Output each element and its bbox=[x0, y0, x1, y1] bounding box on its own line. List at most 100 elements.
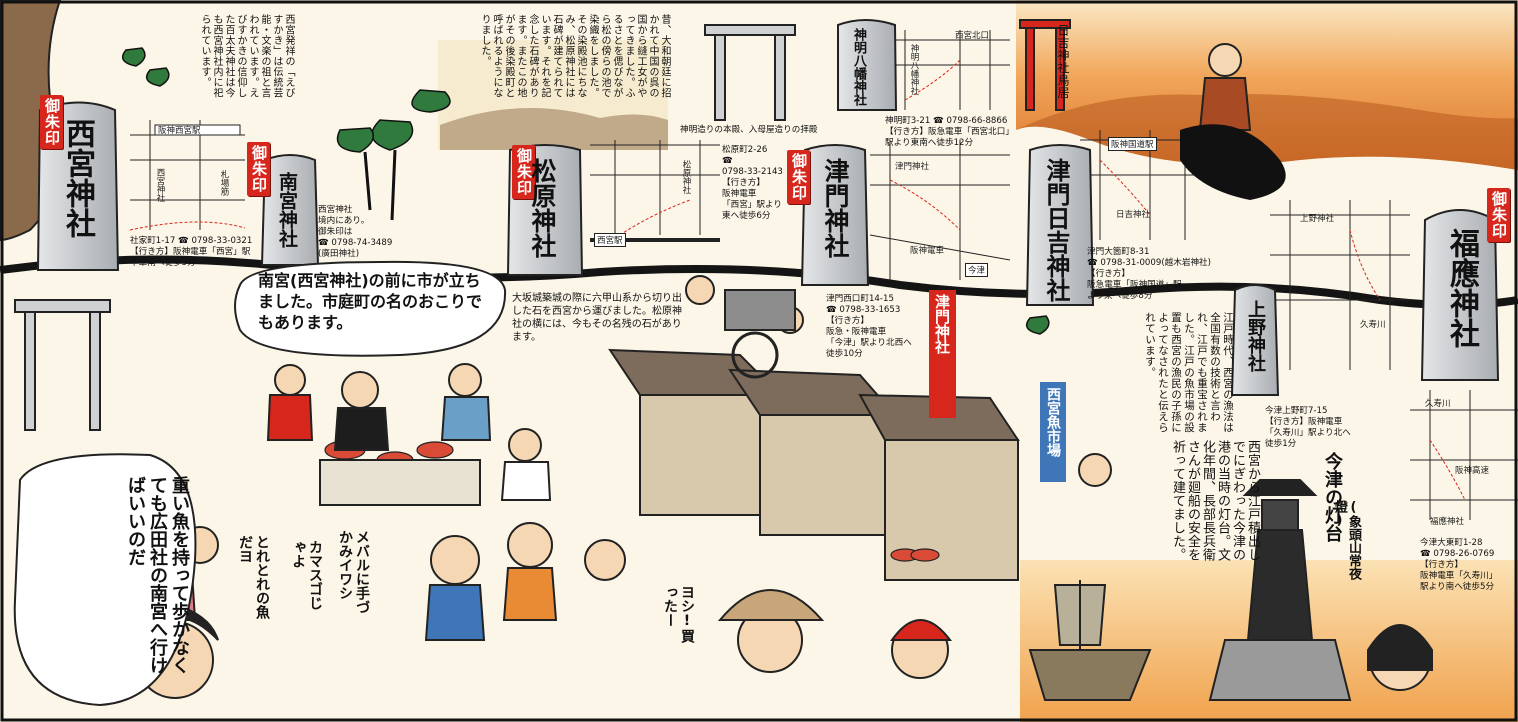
info-nangu-line: ☎ 0798-74-3489 bbox=[318, 238, 393, 248]
speech-fish-heavy: 重い魚を持って歩かなくても広田社の南宮へ行けばいいのだ bbox=[125, 476, 190, 674]
info-fukuou-line: 駅より南へ徒歩5分 bbox=[1420, 582, 1495, 592]
info-matsubara-line: 阪神電車 bbox=[722, 189, 757, 199]
speech-fresh-fish: とれとれの魚だヨ bbox=[237, 535, 270, 619]
stone-text-fukuou: 福應神社 bbox=[1444, 228, 1479, 348]
stone-fukuou bbox=[1420, 209, 1500, 381]
stone-text-hiyoshi: 津門日吉神社 bbox=[1042, 158, 1071, 302]
info-fukuou-line: 阪神電車「久寿川」 bbox=[1420, 571, 1498, 581]
map-label-sapporo: 札場筋 bbox=[219, 170, 229, 196]
info-nishinomiya-access-1: 【行き方】阪神電車「西宮」駅 bbox=[130, 247, 251, 257]
info-matsubara-line: 「西宮」駅より bbox=[722, 200, 782, 210]
info-nishinomiya: 社家町1-17 ☎ 0798-33-0321 【行き方】阪神電車「西宮」駅 下車… bbox=[130, 236, 252, 269]
hiyoshi-torii-label: 日吉神社鳥居 bbox=[1056, 24, 1070, 99]
info-hiyoshi-line: ☎ 0798-31-0009(越木岩神社) bbox=[1087, 258, 1211, 268]
map-label-ueno-jinja: 上野神社 bbox=[1300, 214, 1335, 224]
info-shinmei: 神明町3-21 ☎ 0798-66-8866 【行き方】阪急電車「西宮北口」 駅… bbox=[885, 116, 1014, 149]
info-matsubara-line: 松原町2-26 bbox=[722, 145, 768, 155]
goshuin-badge-fukuou: 御朱印 bbox=[1487, 188, 1510, 242]
info-matsubara-line: 0798-33-2143 bbox=[722, 167, 783, 177]
lighthouse-sublabel: (象頭山常夜燈) bbox=[1332, 500, 1361, 580]
info-nangu-line: 御朱印は bbox=[318, 227, 353, 237]
map-label-hanshin-nishinomiya: 阪神西宮駅 bbox=[158, 126, 201, 136]
info-tsuto-line: 津門西口町14-15 bbox=[826, 294, 894, 304]
speech-kamasu: カマスゴじゃよ bbox=[290, 540, 323, 610]
stone-text-matsubara: 松原神社 bbox=[528, 158, 557, 258]
map-label-hanshin-kokudo: 阪神国道駅 bbox=[1108, 137, 1157, 151]
info-nangu-line: (廣田神社) bbox=[318, 249, 360, 259]
map-label-nishinomiya-kitaguchi: 西宮北口 bbox=[955, 31, 990, 41]
info-hiyoshi-line: より東へ徒歩8分 bbox=[1087, 291, 1153, 301]
speech-hand-caught: メバルに手づかみイワシ bbox=[337, 530, 370, 614]
tsuto-red-sign: 津門神社 bbox=[929, 290, 956, 418]
info-fukuou: 今津大東町1-28 ☎ 0798-26-0769 【行き方】 阪神電車「久寿川」… bbox=[1420, 538, 1497, 593]
story-ebisu: 西宮発祥の「えびすかき」は伝統芸能・文楽の祖と言われています。えびすかきの信仰し… bbox=[199, 14, 294, 98]
info-nangu: 西宮神社 境内にあり。 御朱印は ☎ 0798-74-3489 (廣田神社) bbox=[318, 205, 392, 260]
info-matsubara-line: 東へ徒歩6分 bbox=[722, 211, 771, 221]
info-tsuto-line: 徒歩10分 bbox=[826, 349, 863, 359]
info-hiyoshi-line: 【行き方】 bbox=[1087, 269, 1130, 279]
fish-market-banner: 西宮魚市場 bbox=[1040, 382, 1066, 482]
map-label-hanshin-line: 阪神電車 bbox=[910, 246, 945, 256]
goshuin-badge-tsuto: 御朱印 bbox=[787, 150, 810, 204]
info-tsuto-line: 阪急・阪神電車 bbox=[826, 327, 887, 337]
info-fukuou-line: ☎ 0798-26-0769 bbox=[1420, 549, 1495, 559]
info-nangu-line: 西宮神社 bbox=[318, 205, 353, 215]
info-hiyoshi-line: 阪急電車「阪神国道」駅 bbox=[1087, 280, 1182, 290]
shinmei-caption: 神明造りの本殿、入母屋造りの拝殿 bbox=[680, 125, 818, 135]
map-label-fukuou-jinja: 福應神社 bbox=[1430, 517, 1465, 527]
info-shinmei-line: 駅より東南へ徒歩12分 bbox=[885, 138, 974, 148]
info-tsuto-line: ☎ 0798-33-1653 bbox=[826, 305, 901, 315]
map-label-imazu: 今津 bbox=[965, 263, 989, 277]
stone-ueno bbox=[1230, 284, 1280, 396]
info-hiyoshi-line: 津門大箇町8-31 bbox=[1087, 247, 1150, 257]
stone-nangu bbox=[260, 154, 320, 266]
map-label-hiyoshi-jinja: 日吉神社 bbox=[1116, 210, 1151, 220]
info-tsuto: 津門西口町14-15 ☎ 0798-33-1653 【行き方】 阪急・阪神電車 … bbox=[826, 294, 912, 360]
info-matsubara-line: ☎ bbox=[722, 156, 733, 166]
info-ueno-line: 【行き方】阪神電車 bbox=[1265, 417, 1343, 427]
info-shinmei-line: 神明町3-21 ☎ 0798-66-8866 bbox=[885, 116, 1008, 126]
info-nishinomiya-access-2: 下車南へ徒歩5分 bbox=[130, 258, 196, 268]
map-label-shinmei: 神明八幡神社 bbox=[909, 44, 919, 95]
info-fukuou-line: 【行き方】 bbox=[1420, 560, 1463, 570]
lighthouse-label: 今津の灯台 bbox=[1322, 452, 1343, 542]
bird-silhouette bbox=[1180, 124, 1286, 200]
map-label-matsubara-jinja: 松原神社 bbox=[681, 160, 691, 194]
map-label-kusugawa: 久寿川 bbox=[1360, 320, 1386, 330]
story-lighthouse: 西宮から江戸積出しでにぎわった今津の港の当時の灯台。文化年間、長部長兵衛さんが廻… bbox=[1170, 440, 1260, 562]
map-label-nishinomiya-eki: 西宮駅 bbox=[594, 233, 626, 247]
map-label-kusugawa-2: 久寿川 bbox=[1425, 399, 1451, 409]
info-shinmei-line: 【行き方】阪急電車「西宮北口」 bbox=[885, 127, 1014, 137]
stone-hiyoshi bbox=[1025, 144, 1095, 306]
info-nangu-line: 境内にあり。 bbox=[318, 216, 370, 226]
story-fishing: 江戸時代、西宮の漁法は全国有数の技術と言われ、江戸でも重宝されました。江戸の魚市… bbox=[1144, 312, 1234, 433]
info-ueno-line: 今津上野町7-15 bbox=[1265, 406, 1328, 416]
info-tsuto-line: 「今津」駅より北西へ bbox=[826, 338, 912, 348]
info-matsubara: 松原町2-26 ☎ 0798-33-2143 【行き方】 阪神電車 「西宮」駅よ… bbox=[722, 145, 783, 222]
map-label-tsuto-jinja: 津門神社 bbox=[895, 162, 930, 172]
stone-text-tsuto: 津門神社 bbox=[821, 158, 850, 258]
stone-text-nishinomiya: 西宮神社 bbox=[60, 118, 95, 238]
map-label-hanshin-kousoku: 阪神高速 bbox=[1455, 466, 1490, 476]
info-ueno-line: 徒歩1分 bbox=[1265, 439, 1297, 449]
map-label-nishinomiya-jinja: 西宮神社 bbox=[155, 168, 165, 202]
info-ueno-line: 「久寿川」駅より北へ bbox=[1265, 428, 1351, 438]
stone-text-shinmei: 神明八幡神社 bbox=[851, 28, 866, 106]
info-tsuto-line: 【行き方】 bbox=[826, 316, 869, 326]
market-bubble-text: 南宮(西宮神社)の前に市が立ちました。市庭町の名のおこりでもあります。 bbox=[258, 271, 483, 332]
stone-text-nangu: 南宮神社 bbox=[276, 172, 298, 248]
goshuin-badge-nangu: 御朱印 bbox=[247, 142, 270, 196]
market-speech-bubble bbox=[234, 260, 507, 357]
stone-tsuto bbox=[800, 144, 870, 286]
speech-yoshi: ヨシ!買ったー bbox=[662, 585, 695, 643]
info-fukuou-line: 今津大東町1-28 bbox=[1420, 538, 1483, 548]
goshuin-badge-nishinomiya: 御朱印 bbox=[40, 95, 63, 149]
stone-shinmei bbox=[837, 19, 898, 111]
info-hiyoshi: 津門大箇町8-31 ☎ 0798-31-0009(越木岩神社) 【行き方】 阪急… bbox=[1087, 247, 1211, 302]
info-ueno: 今津上野町7-15 【行き方】阪神電車 「久寿川」駅より北へ 徒歩1分 bbox=[1265, 406, 1351, 450]
stone-text-ueno: 上野神社 bbox=[1245, 300, 1266, 372]
info-matsubara-line: 【行き方】 bbox=[722, 178, 765, 188]
story-osaka-castle: 大坂城築城の際に六甲山系から切り出した石を西宮から運びました。松原神社の横には、… bbox=[512, 293, 682, 343]
